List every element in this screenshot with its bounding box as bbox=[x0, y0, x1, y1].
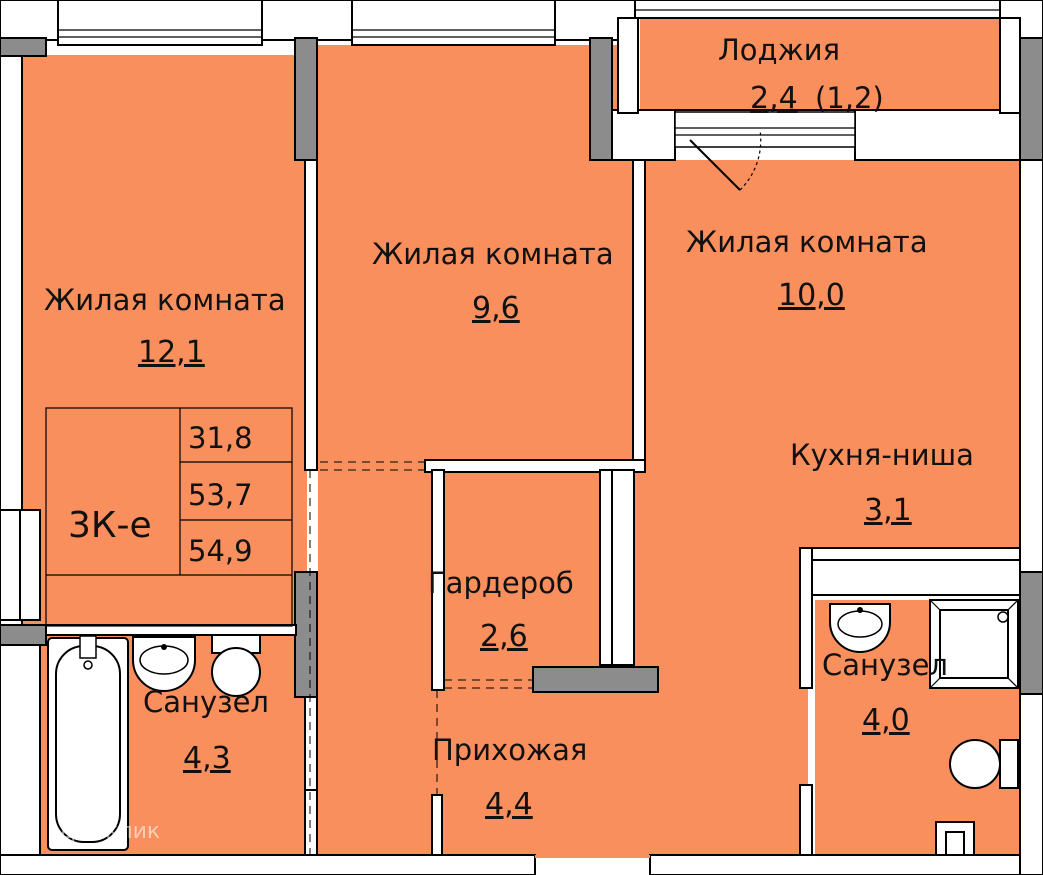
apartment-type: 3К-е bbox=[68, 505, 152, 546]
wardrobe-area: 2,6 bbox=[480, 619, 528, 654]
living-middle-area: 9,6 bbox=[472, 291, 520, 326]
living-right-area: 10,0 bbox=[778, 278, 845, 313]
hallway-name: Прихожая bbox=[432, 733, 587, 767]
toilet-left bbox=[211, 634, 261, 697]
room-wardrobe bbox=[440, 470, 600, 665]
bathtub bbox=[47, 635, 129, 851]
bath-left-area: 4,3 bbox=[183, 741, 231, 776]
living-middle-name: Жилая комната bbox=[372, 237, 614, 271]
bath-right-name: Санузел bbox=[822, 648, 948, 682]
hallway-area: 4,4 bbox=[485, 787, 533, 822]
riser-inner bbox=[945, 831, 965, 856]
loggia-door bbox=[689, 129, 762, 191]
shower bbox=[929, 599, 1019, 689]
openings bbox=[309, 461, 532, 860]
toilet-right bbox=[949, 739, 1019, 789]
loggia-reduced-area: (1,2) bbox=[815, 81, 884, 115]
summary-box: 3К-е 31,8 53,7 54,9 bbox=[45, 407, 293, 627]
loggia-area: 2,4 bbox=[750, 81, 798, 116]
room-living-middle bbox=[318, 45, 638, 465]
partitions bbox=[45, 17, 1021, 858]
sink-left bbox=[132, 636, 196, 692]
kitchen-name: Кухня-ниша bbox=[790, 438, 974, 472]
living-left-area: 12,1 bbox=[138, 335, 205, 370]
windows bbox=[0, 0, 1001, 621]
living-right-name: Жилая комната bbox=[686, 225, 928, 259]
loggia-name: Лоджия bbox=[718, 33, 840, 67]
area-with-loggia-value: 54,9 bbox=[188, 534, 253, 568]
interior-walls bbox=[0, 37, 1043, 698]
watermark: Домклик bbox=[58, 819, 160, 844]
living-left-name: Жилая комната bbox=[44, 283, 286, 317]
wardrobe-name: Гардероб bbox=[428, 566, 574, 600]
room-loggia bbox=[640, 15, 1000, 110]
sink-right bbox=[829, 603, 891, 653]
bath-left-name: Санузел bbox=[143, 685, 269, 719]
kitchen-area: 3,1 bbox=[864, 493, 912, 528]
room-labels: Лоджия 2,4 (1,2) Жилая комната 12,1 Жила… bbox=[44, 33, 974, 822]
room-living-left bbox=[22, 55, 307, 635]
living-area-value: 31,8 bbox=[188, 421, 253, 455]
bath-right-area: 4,0 bbox=[862, 703, 910, 738]
total-area-value: 53,7 bbox=[188, 478, 253, 512]
